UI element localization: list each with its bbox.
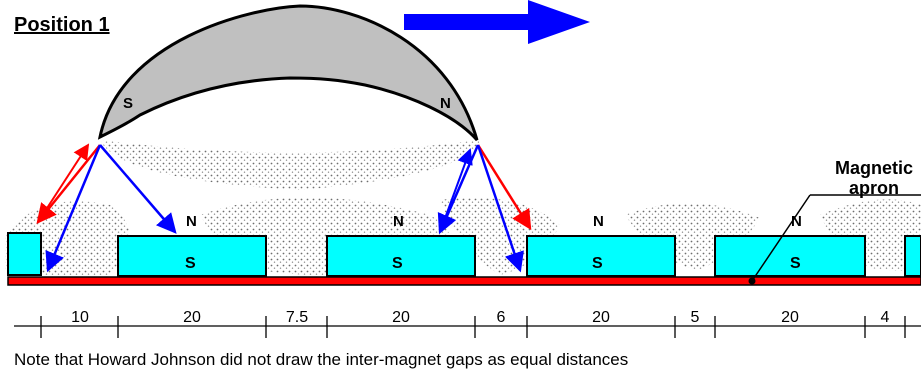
- apron-label-line1: Magnetic: [834, 158, 913, 178]
- apron-magnet-2-top-pole: N: [393, 213, 404, 230]
- apron-magnet-2: [326, 235, 476, 277]
- apron-magnets: S S S S N N N N: [7, 213, 921, 277]
- apron-magnet-2-face: S: [392, 255, 403, 272]
- apron-label-line2: apron: [848, 178, 899, 198]
- dim-gap-3: 6: [497, 309, 506, 326]
- dim-magnet-2: 20: [392, 309, 410, 326]
- dim-magnet-3: 20: [592, 309, 610, 326]
- apron-leader: [748, 194, 921, 285]
- apron-magnet-3-face: S: [592, 255, 603, 272]
- apron-magnet-4-top-pole: N: [791, 213, 802, 230]
- apron-magnet-partial-right: [904, 235, 921, 277]
- horseshoe-magnet: S N: [97, 4, 479, 141]
- dim-gap-1: 10: [71, 309, 89, 326]
- footnote: Note that Howard Johnson did not draw th…: [14, 350, 629, 369]
- apron-magnet-1-face: S: [185, 255, 196, 272]
- magnetic-apron-strip: [7, 276, 921, 286]
- horseshoe-right-pole: N: [440, 95, 451, 112]
- dimension-line: 10 20 7.5 20 6 20 5 20 4: [14, 309, 921, 338]
- force-vectors: [36, 143, 532, 273]
- dim-gap-2: 7.5: [286, 309, 308, 326]
- apron-magnet-1-top-pole: N: [186, 213, 197, 230]
- apron-magnet-1: [117, 235, 267, 277]
- apron-magnet-4-face: S: [790, 255, 801, 272]
- apron-magnet-partial: [7, 232, 42, 276]
- magnetic-apron-label: Magnetic apron: [835, 158, 913, 198]
- apron-magnet-3: [526, 235, 676, 277]
- horseshoe-left-pole: S: [123, 95, 133, 112]
- dim-gap-4: 5: [691, 309, 700, 326]
- position-title: Position 1: [14, 14, 110, 36]
- direction-arrow: [404, 0, 590, 44]
- dim-gap-5: 4: [881, 309, 890, 326]
- dim-magnet-4: 20: [781, 309, 799, 326]
- dim-magnet-1: 20: [183, 309, 201, 326]
- apron-magnet-4: [714, 235, 866, 277]
- apron-magnet-3-top-pole: N: [593, 213, 604, 230]
